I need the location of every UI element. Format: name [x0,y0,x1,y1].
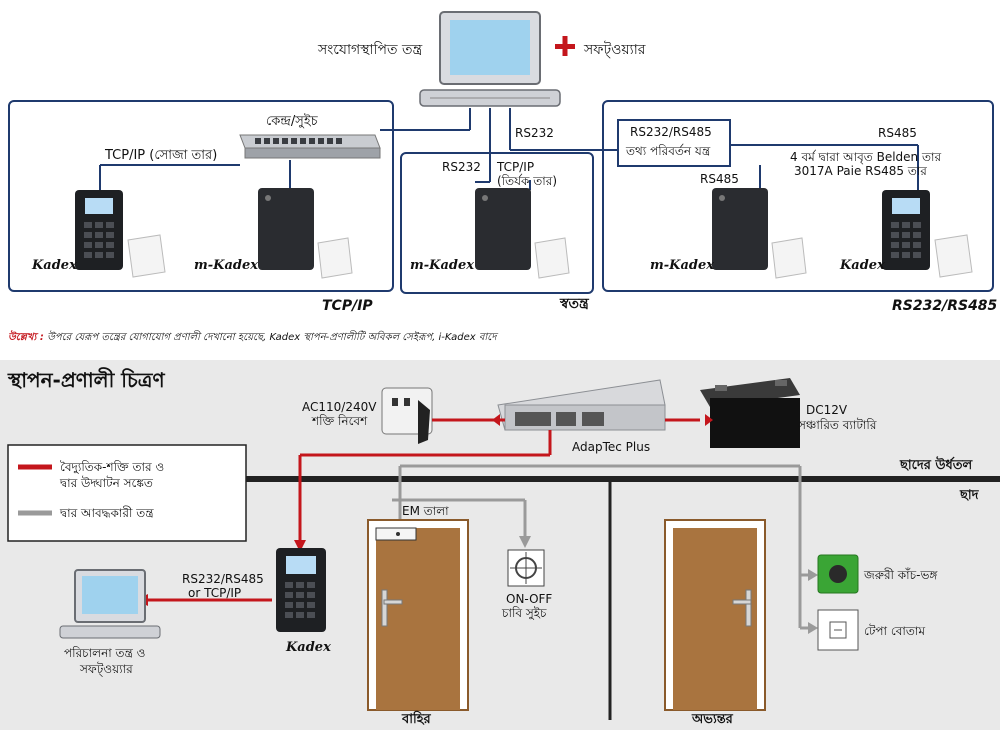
switch-icon [239,134,381,159]
mkadex-brand-mid: m-Kadex [410,258,474,273]
software-label: সফট্ওয়্যার [584,42,646,58]
note-label: উল্লেখ্য : [8,332,44,343]
legend-box [7,444,247,542]
kadex-bottom-brand: Kadex [286,640,331,655]
rs485-device-label: RS485 [700,172,739,186]
mgmt-label: পরিচালনা তন্ত্র ও [64,646,146,660]
rs232-mid-label: RS232 [442,160,481,174]
mkadex-brand-right: m-Kadex [650,258,714,273]
kadex-keypad-icon [75,190,123,270]
mkadex-reader-icon [475,188,531,270]
panel-tcpip-caption: TCP/IP [322,298,373,314]
push-button-icon [817,609,859,651]
mgmt-sub-label: সফট্ওয়্যার [80,662,133,676]
inside-door-icon [664,519,766,711]
switch-label: কেন্দ্র/সুইচ [266,114,318,129]
adaptec-label: AdapTec Plus [572,440,651,454]
computer-icon [419,11,561,107]
key-switch-icon [507,549,545,587]
card-icon [771,237,807,279]
card-icon [934,234,973,278]
card-icon [534,237,570,279]
ceiling-label: ছাদ [960,488,979,503]
ceiling-above-label: ছাদের উর্ধতল [900,458,973,473]
outside-label: বাহির [402,712,431,727]
power-outlet-icon [381,387,433,444]
legend-red-sub-label: দ্বার উদ্ঘাটন সঙ্কেত [60,476,153,490]
converter-box [617,119,731,167]
emergency-break-glass-icon [817,554,859,594]
converter-sub-label: তথ্য পরিবর্তন যন্ত্র [626,144,711,158]
kadex-keypad-icon [276,548,326,632]
tcpip-straight-label: TCP/IP (সোজা তার) [105,148,218,163]
outside-door-icon [367,519,469,711]
kadex-brand-right: Kadex [840,258,885,273]
kadex-keypad-icon [882,190,930,270]
legend-red-label: বৈদ্যুতিক-শক্তি তার ও [60,460,165,474]
rs-link-label: RS232/RS485 [182,572,264,586]
kadex-brand-left: Kadex [32,258,77,273]
mkadex-brand-left: m-Kadex [194,258,258,273]
panel-standalone-caption: স্বতন্ত্র [560,296,589,312]
em-lock-label: EM তালা [402,504,449,518]
card-icon [317,237,353,279]
dc-sub-label: সঞ্চারিত ব্যাটারি [798,418,877,432]
converter-label: RS232/RS485 [630,125,712,139]
adaptec-plus-icon [497,379,666,431]
onoff-sub-label: চাবি সুইচ [502,606,547,620]
mkadex-reader-icon [258,188,314,270]
legend-gray-label: দ্বার আবদ্ধকারী তন্ত্র [60,506,154,520]
installation-title: স্থাপন-প্রণালী চিত্রণ [8,368,165,392]
management-computer-icon [59,569,161,639]
emergency-label: জরুরী কাঁচ-ভঙ্গ [864,568,938,582]
tcpip-cross-sub-label: (তির্যক তার) [497,174,558,188]
note: উল্লেখ্য : উপরে যেরূপ তন্ত্রের যোগাযোগ প… [8,332,497,344]
card-icon [127,234,166,278]
panel-rs-caption: RS232/RS485 [892,298,998,314]
rs485-top-label: RS485 [878,126,917,140]
ac-label: AC110/240V [302,400,377,414]
plus-icon [555,36,575,56]
push-button-label: টেপা বোতাম [864,624,926,638]
inside-label: অভ্যন্তর [692,712,733,727]
dc-label: DC12V [806,403,848,417]
connected-system-label: সংযোগস্থাপিত তন্ত্র [318,42,423,58]
onoff-label: ON-OFF [506,592,553,606]
rs-link-sub-label: or TCP/IP [188,586,242,600]
belden-cable-label: 4 বর্ম দ্বারা আবৃত Belden তার [790,150,942,164]
rs232-top-label: RS232 [515,126,554,140]
ac-sub-label: শক্তি নিবেশ [312,414,368,428]
tcpip-cross-label: TCP/IP [497,160,535,174]
mkadex-reader-icon [712,188,768,270]
belden-cable-sub-label: 3017A Paie RS485 তার [794,164,927,178]
battery-icon [700,378,800,448]
note-text: উপরে যেরূপ তন্ত্রের যোগাযোগ প্রণালী দেখা… [47,332,497,343]
